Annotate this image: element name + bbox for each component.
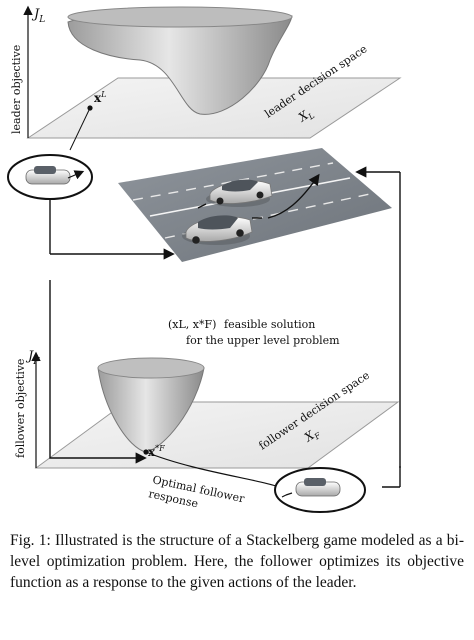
leader-axis-label: JL (31, 7, 45, 25)
leader-point-label: xL (94, 90, 106, 105)
road-to-follower-arrow (49, 280, 147, 464)
stackelberg-diagram: JL leader objective leader decision spac… (7, 5, 402, 513)
road-scene (118, 148, 392, 262)
flow-arrows (49, 166, 401, 488)
road-car-leader (206, 179, 273, 207)
feasible-solution-line2: for the upper level problem (186, 334, 340, 347)
feasible-solution-math: (xL, x*F) (168, 318, 216, 331)
figure-caption: Fig. 1: Illustrated is the structure of … (10, 532, 464, 591)
follower-car-icon (281, 478, 341, 498)
follower-axis-label: JF (25, 349, 40, 367)
follower-point-label: x*F (148, 444, 165, 459)
follower-level: JF follower objective follower decision … (14, 280, 400, 513)
leader-objective-label: leader objective (10, 45, 23, 134)
feasible-solution-line1: feasible solution (224, 318, 315, 331)
follower-objective-label: follower objective (14, 359, 27, 458)
optimal-response-link (145, 451, 277, 487)
leader-car-icon (25, 166, 85, 185)
leader-surface-rim (67, 6, 293, 28)
follower-surface-rim (97, 357, 205, 379)
leader-point-connector (69, 107, 91, 151)
road-car-follower (182, 215, 253, 245)
